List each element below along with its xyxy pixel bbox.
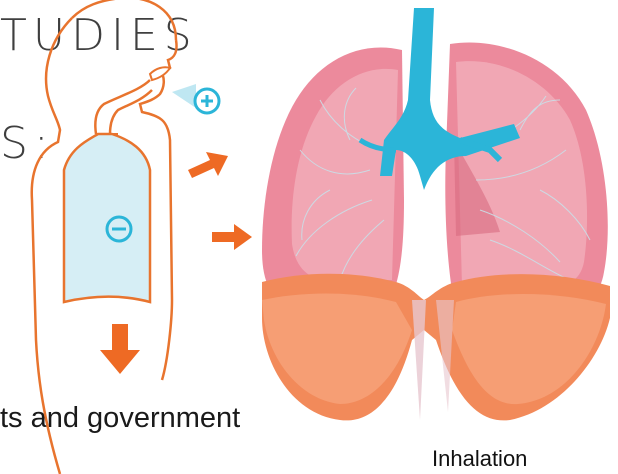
diaphragm [262, 274, 610, 421]
lungs-illustration [262, 8, 610, 420]
figure-caption: Inhalation [432, 446, 527, 472]
arrow-right-icon-2 [212, 224, 252, 250]
arrow-down-icon [100, 324, 140, 374]
body-outline [32, 0, 177, 474]
minus-icon [107, 217, 131, 241]
airflow-in-icon [172, 84, 219, 113]
arrow-right-icon [188, 152, 228, 178]
